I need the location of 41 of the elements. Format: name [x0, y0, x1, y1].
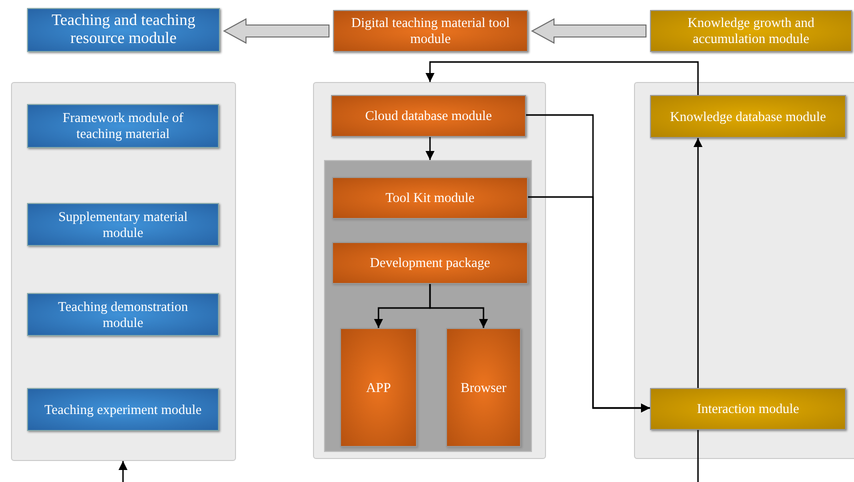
module-label: Teaching experiment module	[43, 402, 203, 418]
module-label: Development package	[368, 255, 492, 271]
module-box	[332, 242, 528, 284]
module-box	[27, 293, 219, 336]
module-label: Teaching demonstration module	[57, 298, 189, 330]
block-arrow	[530, 18, 646, 44]
module-box	[27, 203, 219, 246]
module-label: Knowledge growth and accumulation module	[686, 15, 816, 47]
module-label: Interaction module	[696, 401, 800, 417]
module-box	[27, 104, 219, 148]
module-label: Supplementary material module	[57, 208, 189, 240]
arrow	[528, 196, 650, 412]
arrow	[694, 138, 702, 388]
container-panel	[324, 160, 532, 452]
module-label: Teaching and teaching resource module	[50, 12, 196, 48]
module-label: Knowledge database module	[669, 108, 827, 124]
module-box	[446, 328, 521, 447]
module-box	[650, 95, 846, 138]
module-label: Cloud database module	[364, 108, 493, 124]
module-label: Framework module of teaching material	[62, 110, 184, 142]
module-box	[332, 177, 528, 219]
module-label: APP	[365, 380, 392, 396]
block-arrow	[222, 18, 330, 44]
connector-line	[697, 430, 699, 482]
module-box	[27, 8, 220, 52]
module-box	[333, 10, 528, 52]
module-box	[650, 10, 852, 52]
module-label: Browser	[460, 380, 508, 396]
arrow	[118, 461, 128, 482]
container-panel	[11, 82, 236, 461]
module-label: Tool Kit module	[384, 190, 476, 206]
arrow	[426, 61, 699, 95]
module-box	[27, 388, 219, 431]
module-box	[340, 328, 417, 447]
module-label: Digital teaching material tool module	[350, 15, 511, 47]
container-panel	[634, 82, 854, 459]
module-box	[331, 95, 526, 137]
arrow	[429, 284, 488, 328]
container-panel	[313, 82, 546, 459]
arrow	[426, 137, 434, 160]
module-box	[650, 388, 846, 430]
